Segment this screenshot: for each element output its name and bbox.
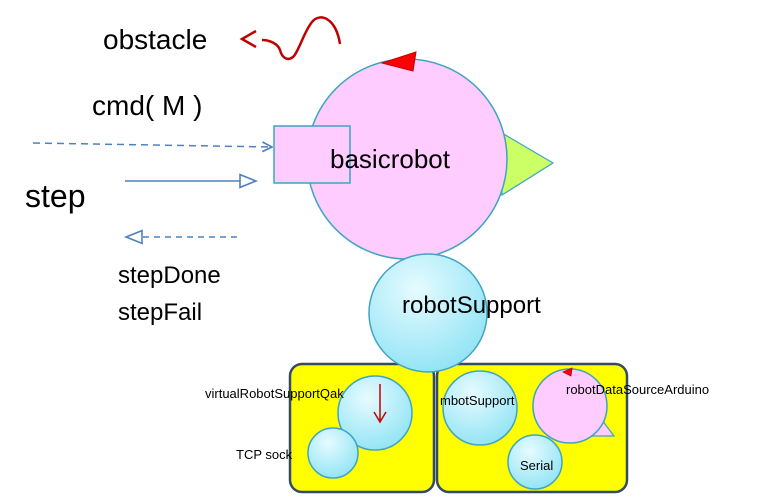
red-down-arrow-head <box>373 411 387 424</box>
obstacle-squiggle <box>261 16 342 61</box>
step-fail-label: stepFail <box>118 299 202 326</box>
arduino-marker <box>562 367 573 377</box>
input-port-square <box>273 125 351 184</box>
cmd-dashed-arrow <box>32 143 272 147</box>
arduino-circle <box>532 368 608 444</box>
obstacle-label: obstacle <box>103 24 207 55</box>
robot-support-circle <box>368 253 488 373</box>
serial-label: Serial <box>520 458 553 473</box>
mbot-support-label: mbotSupport <box>440 393 515 408</box>
step-label: step <box>25 178 85 214</box>
virtual-robot-label: virtualRobotSupportQak <box>205 386 344 401</box>
obstacle-marker <box>380 51 417 72</box>
robot-support-label: robotSupport <box>402 292 541 319</box>
obstacle-squiggle-head <box>239 29 257 49</box>
serial-circle <box>507 434 563 490</box>
arduino-label: robotDataSourceArduino <box>566 382 709 397</box>
step-done-label: stepDone <box>118 262 221 289</box>
basicrobot-label: basicrobot <box>330 144 451 174</box>
output-port-triangle <box>501 131 555 197</box>
mbot-support-circle <box>442 370 518 446</box>
tcp-sock-circle <box>307 427 359 479</box>
tcp-sock-label: TCP sock <box>236 447 293 462</box>
cmd-label: cmd( M ) <box>92 90 202 121</box>
